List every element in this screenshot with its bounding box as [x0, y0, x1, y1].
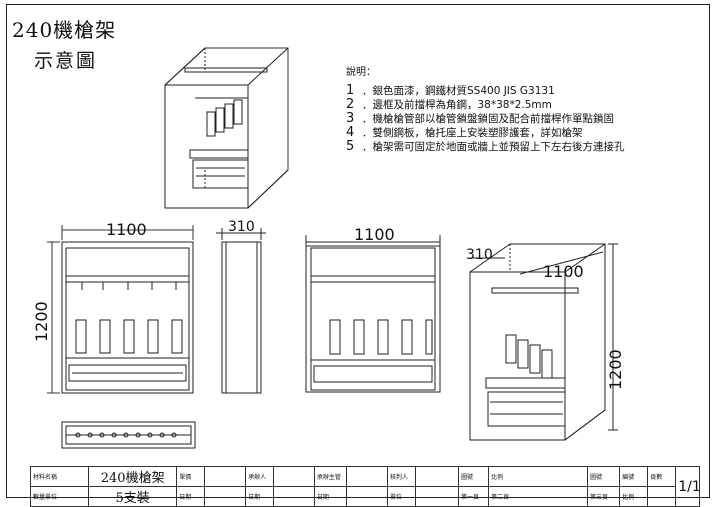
iso-top-slots [206, 99, 243, 137]
qty-value: 5支裝 [88, 486, 178, 507]
name-value: 240機槍架 [88, 466, 178, 487]
drawing-title: 240機槍架 [12, 18, 117, 42]
front-view [61, 241, 194, 394]
iso-view-top [164, 47, 289, 209]
note-item: 4．雙側鋼板，槍托座上安裝塑膠護套，詳如槍架 [346, 125, 583, 140]
name-label: 材料名稱 [29, 466, 90, 487]
front-height-dimension: 1200 [32, 301, 51, 342]
iso-height-dimension: 1200 [606, 349, 625, 390]
front-width-dimension: 1100 [106, 220, 147, 239]
iso-depth-dimension: 310 [466, 247, 493, 263]
sheet-number: 1/1 [675, 466, 700, 507]
side-depth-dimension: 310 [228, 219, 255, 235]
plan-view [61, 421, 196, 449]
rear-width-dimension: 1100 [354, 225, 395, 244]
iso-width-dimension: 1100 [543, 262, 584, 281]
note-item: 5．槍架需可固定於地面或牆上並預留上下左右後方連接孔 [346, 139, 625, 154]
qty-label: 數量單位 [29, 486, 90, 507]
note-item: 1．銀色面漆，鋼鐵材質SS400 JIS G3131 [346, 83, 555, 98]
drawing-subtitle: 示意圖 [34, 50, 98, 72]
iso-bottom-slots [505, 334, 553, 379]
iso-view-bottom [469, 243, 618, 441]
side-view [216, 228, 266, 394]
rear-view [305, 235, 441, 393]
note-item: 3．機槍槍管部以槍管鎖盤鎖固及配合前擋桿作單點鎖固 [346, 111, 614, 126]
title-block: 材料名稱 240機槍架 單價 承辦人 承辦主管 核判人 圖號 比例 圖號 編號 … [29, 466, 700, 507]
notes-block: 說明： 1．銀色面漆，鋼鐵材質SS400 JIS G3131 2．邊框及前擋桿為… [346, 66, 625, 154]
note-item: 2．邊框及前擋桿為角鋼，38*38*2.5mm [346, 97, 552, 112]
notes-heading: 說明： [346, 67, 376, 78]
front-dimension-lines [47, 225, 194, 394]
